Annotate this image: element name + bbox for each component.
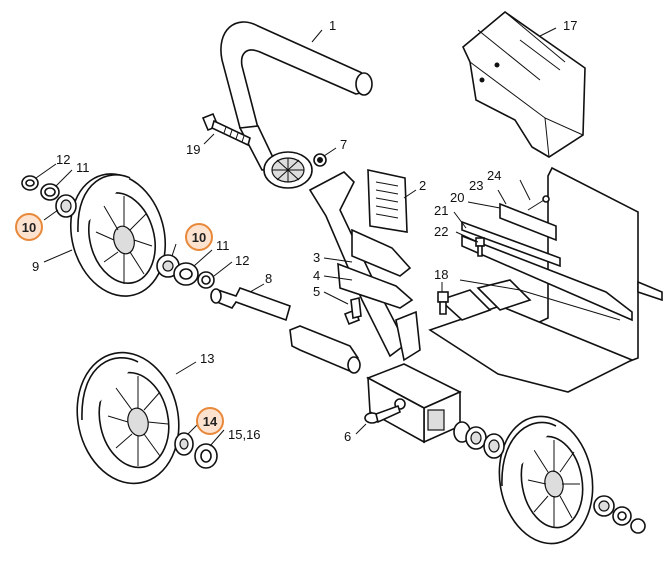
part-14-bearing <box>174 432 194 456</box>
label-10-left: 10 <box>22 220 36 235</box>
part-12-washer-left <box>21 175 39 191</box>
part-12-clip-right <box>197 271 215 289</box>
label-22: 22 <box>434 224 448 239</box>
part-1-handle <box>220 21 373 171</box>
part-19-bolt <box>201 112 251 147</box>
label-11-left: 11 <box>76 160 90 175</box>
label-19: 19 <box>186 142 200 157</box>
label-11-right: 11 <box>216 238 230 253</box>
part-2-label <box>367 169 408 233</box>
highlight-14[interactable]: 14 <box>196 407 224 435</box>
label-24: 24 <box>487 168 501 183</box>
part-11-washer-right <box>173 262 199 286</box>
part-17-cover <box>462 10 586 158</box>
label-9: 9 <box>32 259 39 274</box>
highlight-10-left[interactable]: 10 <box>15 213 43 241</box>
label-2: 2 <box>419 178 426 193</box>
label-5: 5 <box>313 284 320 299</box>
angle-brackets <box>461 195 633 322</box>
label-23: 23 <box>469 178 483 193</box>
label-10-right: 10 <box>192 230 206 245</box>
wheel-right <box>498 415 594 545</box>
label-12-right: 12 <box>235 253 249 268</box>
part-labels: 1 2 3 4 5 6 7 8 9 12 11 11 12 13 15,16 1… <box>32 18 577 444</box>
label-20: 20 <box>450 190 464 205</box>
label-18: 18 <box>434 267 448 282</box>
wheel-13 <box>76 351 180 485</box>
part-8-axle <box>210 287 361 374</box>
part-7-knob <box>263 151 327 189</box>
leader-lines <box>35 27 557 447</box>
label-7: 7 <box>340 137 347 152</box>
part-5-bolt <box>343 297 362 326</box>
washers-right-inner <box>453 421 505 459</box>
label-14: 14 <box>203 414 218 429</box>
label-21: 21 <box>434 203 448 218</box>
part-18-bolt <box>437 291 449 315</box>
highlight-10-right[interactable]: 10 <box>185 223 213 251</box>
part-10-bearing-left <box>55 194 77 218</box>
part-11-washer-left <box>40 183 60 201</box>
handle-column <box>308 171 421 362</box>
label-13: 13 <box>200 351 214 366</box>
label-15-16: 15,16 <box>228 427 261 442</box>
label-12-left: 12 <box>56 152 70 167</box>
washers-right-outer <box>593 495 646 534</box>
part-6-bolt <box>364 404 401 424</box>
base-plate <box>428 166 663 393</box>
label-3: 3 <box>313 250 320 265</box>
label-17: 17 <box>563 18 577 33</box>
label-8: 8 <box>265 271 272 286</box>
part-22-bolt <box>475 237 485 257</box>
axle-housing <box>366 363 462 444</box>
part-15-16-washer <box>194 443 218 469</box>
label-4: 4 <box>313 268 320 283</box>
wheel-9 <box>69 173 167 297</box>
label-6: 6 <box>344 429 351 444</box>
label-1: 1 <box>329 18 336 33</box>
